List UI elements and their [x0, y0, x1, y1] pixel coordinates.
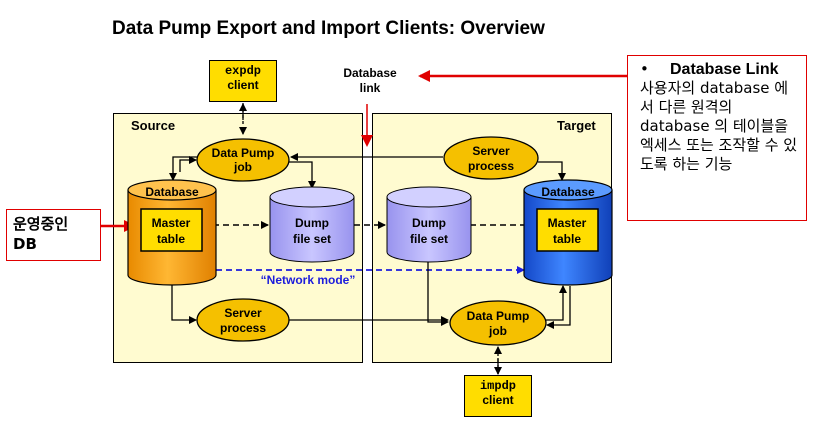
source-job-line2: job — [233, 160, 252, 174]
impdp-command: impdp — [479, 379, 516, 393]
expdp-client-label: client — [227, 78, 259, 92]
target-job-to-db-arrow — [545, 285, 567, 321]
expdp-command: expdp — [224, 64, 261, 78]
source-server-process: Server process — [196, 298, 290, 342]
network-mode-label: “Network mode” — [261, 273, 356, 287]
target-server-process: Server process — [443, 136, 539, 180]
target-dump-file-set: Dump file set — [386, 186, 472, 263]
source-server-line1: Server — [224, 306, 262, 320]
source-master-table: Master table — [140, 208, 203, 252]
source-label: Source — [131, 118, 176, 133]
note-bullet: • — [640, 60, 649, 78]
target-server-line2: process — [468, 159, 514, 173]
source-server-line2: process — [220, 321, 266, 335]
running-db-line2: DB — [13, 235, 37, 253]
target-job-line1: Data Pump — [467, 309, 530, 323]
running-db-line1: 운영중인 — [13, 215, 69, 233]
database-link-note: • Database Link 사용자의 database 에서 다른 원격의 d… — [627, 55, 807, 221]
target-dump-to-job-arrow — [427, 262, 449, 326]
source-master-line1: Master — [152, 216, 191, 230]
source-db-to-server-arrow — [171, 282, 197, 324]
note-body: 사용자의 database 에서 다른 원격의 database 의 테이블을 … — [640, 79, 798, 173]
target-dump-line1: Dump — [412, 216, 446, 230]
target-master-line1: Master — [548, 216, 587, 230]
target-datapump-job: Data Pump job — [449, 300, 547, 346]
source-datapump-job: Data Pump job — [196, 138, 290, 182]
source-dump-line1: Dump — [295, 216, 329, 230]
source-db-to-job-arrow — [179, 156, 197, 172]
target-job-line2: job — [488, 324, 507, 338]
expdp-client: expdp client — [209, 60, 277, 102]
source-master-line2: table — [157, 232, 185, 246]
target-master-line2: table — [553, 232, 581, 246]
page-title: Data Pump Export and Import Clients: Ove… — [112, 18, 545, 39]
database-link-line1: Database — [343, 66, 397, 80]
source-dump-file-set: Dump file set — [269, 186, 355, 263]
target-label: Target — [557, 118, 596, 133]
running-db-callout: 운영중인 DB — [6, 209, 101, 261]
target-database-label: Database — [541, 185, 595, 199]
database-link-label: Database link — [328, 66, 412, 96]
impdp-client-label: client — [482, 393, 514, 407]
source-database-label: Database — [145, 185, 199, 199]
source-dump-line2: file set — [293, 232, 331, 246]
target-db-to-job-arrow — [546, 286, 571, 329]
target-master-table: Master table — [536, 208, 599, 252]
source-job-to-dump-arrow — [289, 161, 316, 189]
target-server-to-target-db-arrow — [538, 161, 566, 181]
note-heading: Database Link — [670, 61, 779, 78]
impdp-client: impdp client — [464, 375, 532, 417]
database-link-line2: link — [359, 81, 381, 95]
source-job-line1: Data Pump — [212, 146, 275, 160]
target-server-line1: Server — [472, 144, 510, 158]
target-dump-line2: file set — [410, 232, 448, 246]
